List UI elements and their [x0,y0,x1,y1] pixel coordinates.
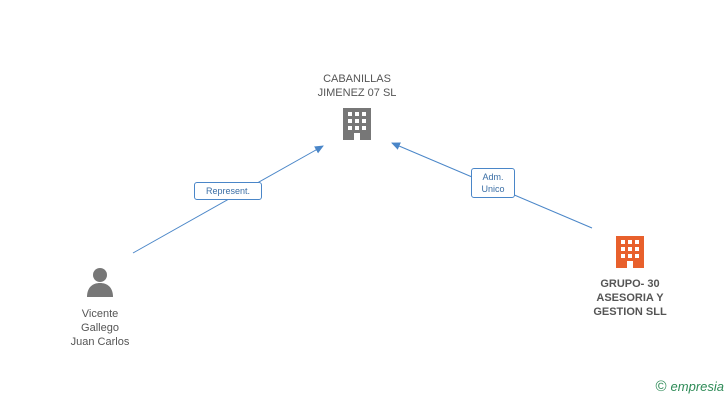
edge-label-represent[interactable]: Represent. [194,182,262,200]
building-icon [343,108,371,140]
brand-watermark: © empresia [655,378,724,395]
right-company-label: GRUPO- 30 ASESORIA Y GESTION SLL [593,278,667,318]
node-person[interactable]: Vicente Gallego Juan Carlos [50,266,150,349]
copyright-symbol: © [655,378,667,395]
person-icon [87,268,113,297]
edge-label-adm-unico[interactable]: Adm. Unico [471,168,515,198]
node-center-company[interactable]: CABANILLAS JIMENEZ 07 SL [298,72,416,147]
person-label: Vicente Gallego Juan Carlos [70,308,130,348]
brand-name: empresia [670,379,724,394]
center-company-label: CABANILLAS JIMENEZ 07 SL [317,73,397,99]
building-icon [616,236,644,268]
node-right-company[interactable]: GRUPO- 30 ASESORIA Y GESTION SLL [578,234,682,319]
